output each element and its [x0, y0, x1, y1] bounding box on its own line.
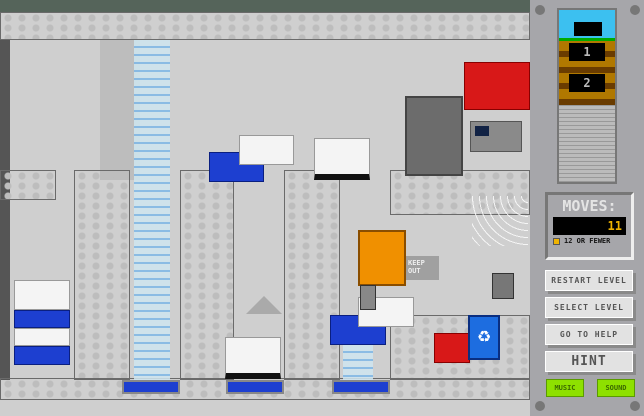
screw-icon: [630, 401, 640, 411]
goal-indicator-icon: [553, 237, 560, 245]
waterfall: [134, 40, 170, 380]
game-area[interactable]: KEEP OUT ♻: [0, 0, 530, 416]
go-to-help-button[interactable]: GO TO HELP: [545, 324, 633, 345]
robot-claw: [360, 285, 376, 310]
top-strip: [0, 0, 530, 12]
pillar-1: [74, 170, 130, 380]
left-ledge: [0, 170, 56, 200]
robot-arm[interactable]: [358, 230, 406, 286]
red-block[interactable]: [464, 62, 530, 110]
sound-toggle[interactable]: SOUND: [597, 379, 635, 397]
control-panel: [470, 121, 522, 152]
moves-label: MOVES:: [562, 197, 617, 215]
white-block[interactable]: [314, 138, 370, 180]
level-1[interactable]: 1: [569, 43, 605, 61]
white-block[interactable]: [225, 337, 281, 379]
factory-icon: [574, 22, 602, 36]
level-map: 1 2: [557, 8, 617, 184]
door: [405, 96, 463, 176]
water-drip: [343, 345, 373, 380]
restart-level-button[interactable]: RESTART LEVEL: [545, 270, 633, 291]
hint-button[interactable]: HINT: [545, 351, 633, 372]
white-block[interactable]: [239, 135, 294, 165]
screw-icon: [535, 401, 545, 411]
red-block[interactable]: [434, 333, 470, 363]
up-arrow-icon: [246, 296, 282, 314]
white-block[interactable]: [358, 297, 414, 327]
pillar-3: [284, 170, 340, 380]
block-stack[interactable]: [14, 280, 70, 365]
screw-icon: [535, 5, 545, 15]
music-toggle[interactable]: MUSIC: [546, 379, 584, 397]
drain-grate-2: [226, 380, 284, 394]
background-pipe: [100, 40, 140, 180]
level-2[interactable]: 2: [569, 74, 605, 92]
select-level-button[interactable]: SELECT LEVEL: [545, 297, 633, 318]
switch-box: [492, 273, 514, 299]
moves-counter: 11: [553, 217, 626, 235]
screw-icon: [630, 5, 640, 15]
left-wall: [0, 40, 10, 380]
keep-out-sign: KEEP OUT: [405, 256, 439, 280]
recycle-bin-icon[interactable]: ♻: [468, 315, 500, 360]
moves-panel: MOVES: 11 12 OR FEWER: [545, 192, 634, 260]
drain-grate-3: [332, 380, 390, 394]
spider-web: [472, 196, 528, 246]
ceiling-bricks: [0, 12, 530, 40]
moves-goal: 12 OR FEWER: [564, 237, 611, 245]
drain-grate-1: [122, 380, 180, 394]
